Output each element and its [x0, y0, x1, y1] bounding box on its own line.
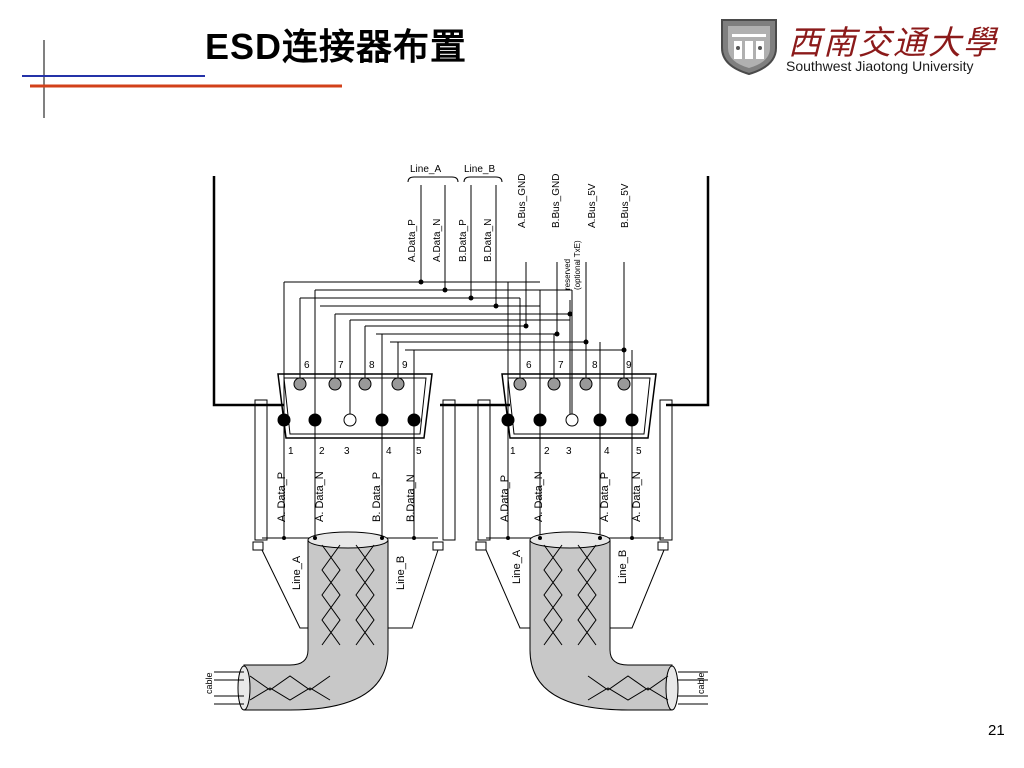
label-b-data-n: B.Data_N — [483, 219, 494, 262]
pin-label: 1 — [510, 446, 516, 457]
label-reserved: reserved — [563, 259, 572, 290]
pin-label: 9 — [402, 360, 408, 371]
left-signal-label: B. Data_P — [371, 472, 383, 522]
pin-label: 7 — [338, 360, 344, 371]
left-signal-label: A. Data_P — [276, 472, 288, 522]
right-signal-label: A. Data_N — [533, 471, 545, 522]
label-line-b: Line_B — [464, 164, 495, 175]
university-logo — [718, 14, 780, 76]
header-rules — [22, 40, 342, 118]
left-cable — [237, 531, 389, 711]
page-number: 21 — [988, 722, 1005, 739]
university-chinese-name: 西南交通大學 — [788, 23, 998, 62]
right-cable — [529, 531, 679, 711]
pin-label: 7 — [558, 360, 564, 371]
left-line-b-label: Line_B — [395, 556, 407, 590]
label-a-bus-5v: A.Bus_5V — [587, 183, 598, 228]
left-cable-label: cable — [204, 672, 214, 694]
right-signal-label: A.Data_P — [499, 475, 511, 522]
pin-label: 3 — [566, 446, 572, 457]
right-line-a-label: Line_A — [511, 549, 523, 584]
right-signal-label: A. Data_N — [631, 471, 643, 522]
label-b-bus-5v: B.Bus_5V — [620, 183, 631, 228]
right-line-b-label: Line_B — [617, 550, 629, 584]
pin-label: 8 — [369, 360, 375, 371]
right-signal-label: A. Data_P — [599, 472, 611, 522]
page-title: ESD连接器布置 — [205, 26, 468, 67]
pin-label: 8 — [592, 360, 598, 371]
label-a-bus-gnd: A.Bus_GND — [517, 174, 528, 228]
pin-label: 1 — [288, 446, 294, 457]
label-a-data-p: A.Data_P — [407, 219, 418, 262]
pin-label: 2 — [319, 446, 325, 457]
chassis-outline — [212, 176, 710, 407]
pin-label: 9 — [626, 360, 632, 371]
label-line-a: Line_A — [410, 164, 441, 175]
pin-label: 5 — [636, 446, 642, 457]
university-english-name: Southwest Jiaotong University — [786, 58, 974, 74]
shield-emblem-icon — [721, 19, 777, 76]
label-optional-txe: (optional TxE) — [573, 240, 582, 290]
left-signal-label: B.Data_N — [405, 474, 417, 522]
left-line-a-label: Line_A — [291, 555, 303, 590]
pin-label: 2 — [544, 446, 550, 457]
label-a-data-n: A.Data_N — [432, 219, 443, 262]
pin-label: 4 — [604, 446, 610, 457]
label-b-bus-gnd: B.Bus_GND — [551, 174, 562, 228]
pin-label: 6 — [526, 360, 532, 371]
label-b-data-p: B.Data_P — [458, 219, 469, 262]
pin-label: 6 — [304, 360, 310, 371]
pin-label: 5 — [416, 446, 422, 457]
right-cable-label: cable — [696, 672, 706, 694]
pin-label: 4 — [386, 446, 392, 457]
left-signal-label: A. Data_N — [314, 471, 326, 522]
pin-label: 3 — [344, 446, 350, 457]
